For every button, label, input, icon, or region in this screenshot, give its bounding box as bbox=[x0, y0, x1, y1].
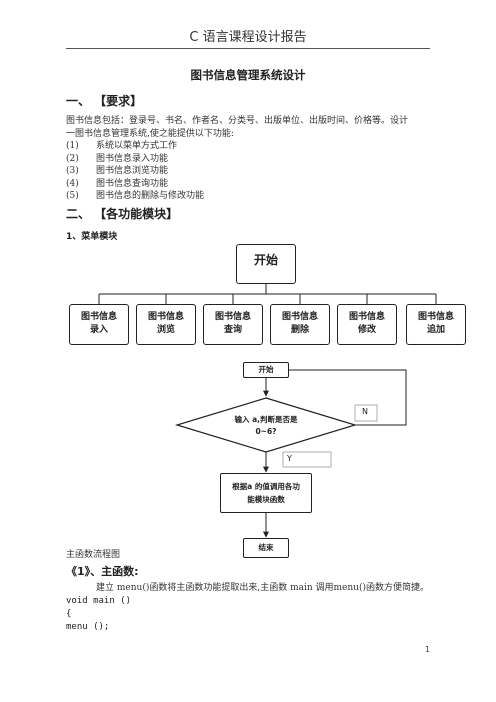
header-rule bbox=[66, 48, 430, 49]
document-title: 图书信息管理系统设计 bbox=[190, 68, 306, 82]
list-item: (1)系统以菜单方式工作 bbox=[66, 141, 178, 151]
list-item: (5)图书信息的删除与修改功能 bbox=[66, 191, 205, 201]
no-label: N bbox=[362, 407, 368, 416]
section-requirements-heading: 一、 【要求】 bbox=[66, 94, 143, 108]
yes-label-box bbox=[282, 451, 332, 468]
requirements-line-1: 图书信息包括：登录号、书名、作者名、分类号、出版单位、出版时间、价格等。设计 bbox=[66, 116, 409, 126]
main-function-paragraph: 建立 menu()函数将主函数功能提取出来,主函数 main 调用menu()函… bbox=[96, 583, 429, 593]
code-line: void main () bbox=[66, 596, 132, 606]
requirements-paragraph: 图书信息包括：登录号、书名、作者名、分类号、出版单位、出版时间、价格等。设计 一… bbox=[66, 115, 436, 140]
module-append-node: 图书信息追加 bbox=[406, 304, 466, 345]
list-item: (2)图书信息录入功能 bbox=[66, 153, 169, 164]
module-modify-node: 图书信息修改 bbox=[337, 304, 397, 345]
yes-label: Y bbox=[287, 454, 292, 463]
main-flowchart-lines bbox=[174, 367, 407, 538]
requirements-line-2: 一图书信息管理系统,使之能提供以下功能: bbox=[66, 128, 234, 139]
flow-start-node: 开始 bbox=[243, 362, 289, 378]
page-number: 1 bbox=[424, 645, 430, 654]
module-entry-node: 图书信息录入 bbox=[69, 304, 129, 345]
main-function-heading: 《1》、主函数: bbox=[66, 565, 139, 578]
list-item: (3)图书信息浏览功能 bbox=[66, 166, 169, 176]
function-list: (1)系统以菜单方式工作 (2)图书信息录入功能 (3)图书信息浏览功能 (4)… bbox=[66, 140, 204, 203]
module-query-node: 图书信息查询 bbox=[203, 304, 263, 345]
menu-start-node: 开始 bbox=[236, 244, 296, 284]
page-header: C 语言课程设计报告 bbox=[189, 30, 307, 45]
flow-end-node: 结束 bbox=[243, 538, 289, 558]
module-delete-node: 图书信息删除 bbox=[270, 304, 330, 345]
menu-chart-connectors bbox=[98, 284, 437, 304]
menu-module-subheading: 1、菜单模块 bbox=[66, 232, 118, 242]
no-label-box bbox=[354, 404, 378, 422]
list-item: (4)图书信息查询功能 bbox=[66, 178, 169, 189]
code-line: { bbox=[66, 609, 72, 619]
module-browse-node: 图书信息浏览 bbox=[136, 304, 196, 345]
section-modules-heading: 二、 【各功能模块】 bbox=[66, 207, 179, 221]
flowchart-caption: 主函数流程图 bbox=[66, 550, 121, 560]
dispatch-process-node: 根据a 的值调用各功 能模块函数 bbox=[220, 473, 312, 513]
decision-text: 输入 a,判断是否是 0~6? bbox=[234, 415, 298, 436]
code-line: menu (); bbox=[66, 622, 110, 632]
